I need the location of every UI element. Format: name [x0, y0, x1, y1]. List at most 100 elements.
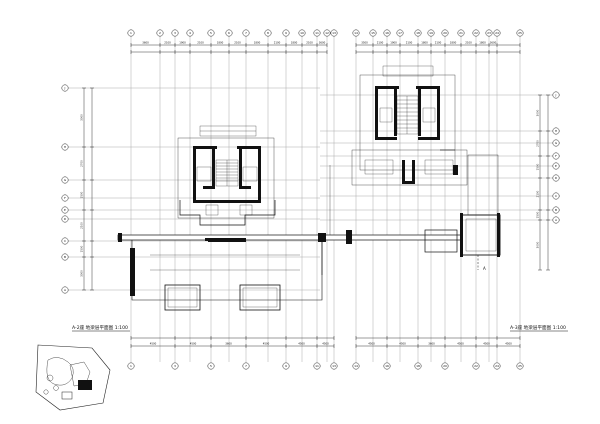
axis-bubble: 2	[156, 29, 164, 37]
svg-text:23: 23	[487, 31, 491, 35]
axis-bubble: H	[61, 143, 69, 151]
svg-text:A: A	[555, 218, 558, 222]
svg-text:9: 9	[285, 31, 287, 35]
dimension-text: 4500	[399, 342, 406, 346]
svg-text:25: 25	[518, 364, 522, 368]
axis-bubble: 25	[516, 362, 524, 370]
svg-text:25: 25	[518, 31, 522, 35]
axis-bubble: D	[61, 215, 69, 223]
left-building-plan	[117, 125, 324, 311]
svg-text:3: 3	[174, 31, 176, 35]
dimension-text: 1800	[450, 41, 457, 45]
axis-bubble: 16	[383, 362, 391, 370]
left-plan-title: A-2座 地梁层平面图 1:100	[72, 324, 128, 331]
svg-text:B: B	[64, 255, 66, 259]
dimension-text: 4500	[505, 342, 512, 346]
svg-text:C: C	[555, 194, 557, 198]
axis-bubble: G	[552, 139, 560, 147]
dimension-text: 3600	[319, 41, 326, 45]
dimension-text: 2100	[465, 41, 472, 45]
axis-bubble: E	[61, 206, 69, 214]
right-building-plan: A	[321, 65, 501, 275]
svg-text:16: 16	[385, 31, 389, 35]
dimension-text: 1800	[254, 41, 261, 45]
plan-titles: A-2座 地梁层平面图 1:100 A-3座 地梁层平面图 1:100	[72, 324, 568, 332]
dimension-text: 4500	[150, 342, 157, 346]
dimension-text: 3600	[142, 41, 149, 45]
axis-bubble: J	[552, 91, 560, 99]
svg-text:4: 4	[189, 31, 191, 35]
axis-bubble: 24	[493, 362, 501, 370]
dimension-text: 3000	[536, 241, 540, 248]
axis-bubble: 1	[127, 362, 135, 370]
right-plan-title: A-3座 地梁层平面图 1:100	[510, 324, 566, 331]
svg-text:C: C	[64, 239, 66, 243]
axis-bubble: 17	[396, 29, 404, 37]
dimension-text: 4500	[368, 342, 375, 346]
dimension-text: 2700	[80, 160, 84, 167]
axis-bubble: 3	[171, 29, 179, 37]
axis-bubble: 20	[441, 29, 449, 37]
dimension-text: 1500	[80, 191, 84, 198]
dimension-text: 3000	[536, 109, 540, 116]
axis-bubble: 6	[225, 29, 233, 37]
dimension-text: 2100	[306, 41, 313, 45]
svg-text:F: F	[555, 154, 557, 158]
svg-text:19: 19	[429, 31, 433, 35]
axis-bubble: J	[61, 84, 69, 92]
dimension-text: 4500	[322, 342, 329, 346]
axis-bubble: 25	[516, 29, 524, 37]
svg-text:11: 11	[315, 31, 319, 35]
axis-bubble: 23	[485, 29, 493, 37]
dimension-text: 1800	[217, 41, 224, 45]
axis-bubble: A	[552, 216, 560, 224]
axis-bubble: D	[552, 174, 560, 182]
svg-text:8: 8	[267, 31, 269, 35]
dimension-text: 2100	[234, 41, 241, 45]
dimension-text: 2100	[406, 41, 413, 45]
axis-bubble: C	[552, 192, 560, 200]
dimension-text: 1900	[390, 41, 397, 45]
dimension-text: 2100	[197, 41, 204, 45]
svg-text:20: 20	[443, 31, 447, 35]
axis-bubble: 21	[457, 29, 465, 37]
svg-text:21: 21	[459, 31, 463, 35]
axis-bubble: 16	[383, 29, 391, 37]
axis-bubble: 13	[330, 29, 338, 37]
svg-text:G: G	[555, 141, 558, 145]
dimension-text: 4500	[263, 342, 270, 346]
svg-text:5: 5	[210, 31, 212, 35]
dimension-text: 2100	[435, 41, 442, 45]
svg-text:2: 2	[159, 31, 161, 35]
svg-text:H: H	[64, 145, 66, 149]
svg-text:22: 22	[474, 31, 478, 35]
svg-text:15: 15	[371, 31, 375, 35]
svg-text:B: B	[555, 208, 557, 212]
axis-bubble: 5	[207, 29, 215, 37]
axis-bubble: B	[552, 206, 560, 214]
dimension-text: 4500	[483, 342, 490, 346]
svg-text:10: 10	[300, 31, 304, 35]
axis-bubble: 11	[313, 29, 321, 37]
axis-bubble: 7	[242, 362, 250, 370]
svg-text:E: E	[555, 164, 557, 168]
dimension-lines	[82, 43, 550, 348]
svg-text:6: 6	[228, 31, 230, 35]
dimension-text: 3600	[225, 342, 232, 346]
axis-bubble: 11	[313, 362, 321, 370]
dimension-text: 2100	[274, 41, 281, 45]
dimension-text: 1500	[536, 163, 540, 170]
dimension-text: 4500	[298, 342, 305, 346]
svg-text:G: G	[64, 178, 67, 182]
axis-bubble: C	[61, 237, 69, 245]
svg-text:1: 1	[130, 364, 132, 368]
svg-text:14: 14	[354, 31, 358, 35]
svg-text:D: D	[555, 176, 558, 180]
dimension-text: 3000	[80, 270, 84, 277]
svg-text:1: 1	[130, 31, 132, 35]
axis-bubble: 1	[127, 29, 135, 37]
axis-bubble: 7	[242, 29, 250, 37]
svg-text:13: 13	[332, 364, 336, 368]
svg-text:F: F	[64, 196, 66, 200]
